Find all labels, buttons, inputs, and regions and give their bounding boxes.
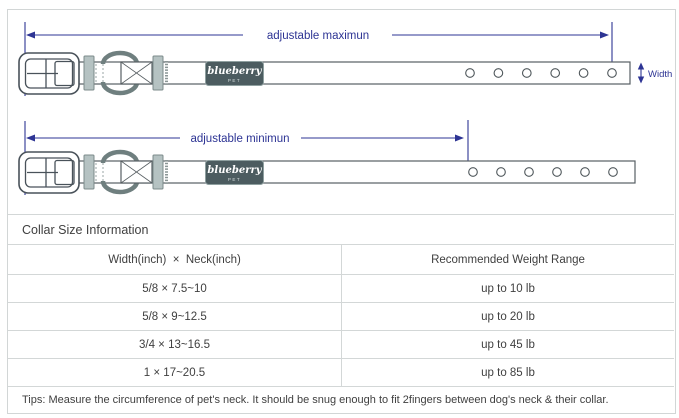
size-cell: 5/8 × 7.5~10 (142, 282, 207, 295)
d-ring (100, 50, 140, 65)
x-stitch-box (120, 61, 153, 85)
max-measurement-arrow: adjustable maximun (24, 22, 613, 96)
table-header-row: Width(inch) × Neck(inch) Recommended Wei… (8, 244, 674, 274)
size-cell: 5/8 × 9~12.5 (142, 310, 207, 323)
table-row: 5/8 × 9~12.5 up to 20 lb (8, 302, 674, 330)
table-tips: Tips: Measure the circumference of pet's… (8, 386, 674, 413)
weight-cell: up to 20 lb (341, 303, 674, 330)
width-label: Width (648, 69, 672, 80)
x-stitch-box (120, 160, 153, 184)
brand-label: blueberry PET (205, 160, 264, 185)
keeper-loop (152, 154, 164, 190)
keeper-loop (83, 154, 95, 190)
collar-size-table: Collar Size Information Width(inch) × Ne… (8, 214, 674, 413)
collar-diagram: adjustable maximun (18, 22, 672, 195)
table-row: 1 × 17~20.5 up to 85 lb (8, 358, 674, 386)
strap-holes (465, 68, 617, 78)
col-header-weight: Recommended Weight Range (341, 245, 674, 274)
table-row: 5/8 × 7.5~10 up to 10 lb (8, 274, 674, 302)
size-cell: 1 × 17~20.5 (143, 366, 206, 379)
brand-sub: PET (228, 177, 241, 182)
brand-name: blueberry (207, 66, 262, 77)
brand-sub: PET (228, 78, 241, 83)
brand-name: blueberry (207, 165, 262, 176)
weight-cell: up to 85 lb (341, 359, 674, 386)
strap-holes (468, 167, 618, 177)
collar-bottom: adjustable minimun bl (18, 120, 636, 195)
table-row: 3/4 × 13~16.5 up to 45 lb (8, 330, 674, 358)
weight-cell: up to 10 lb (341, 275, 674, 302)
collar-top: adjustable maximun (18, 22, 672, 96)
keeper-loop (83, 55, 95, 91)
brand-label: blueberry PET (205, 61, 264, 86)
buckle (18, 52, 80, 95)
adjustable-maximum-label: adjustable maximun (267, 30, 369, 42)
col-header-size: Width(inch) × Neck(inch) (108, 253, 241, 266)
keeper-loop (152, 55, 164, 91)
buckle (18, 151, 80, 194)
table-title: Collar Size Information (8, 214, 674, 244)
size-cell: 3/4 × 13~16.5 (139, 338, 210, 351)
d-ring (100, 149, 140, 164)
width-measurement-arrow: Width (637, 62, 672, 84)
weight-cell: up to 45 lb (341, 331, 674, 358)
adjustable-minimum-label: adjustable minimun (190, 133, 289, 145)
